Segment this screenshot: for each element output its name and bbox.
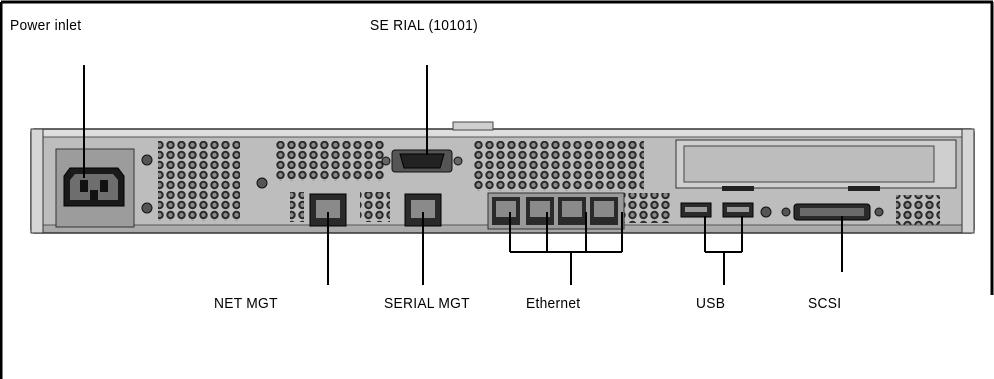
ethernet-ports xyxy=(487,192,625,230)
vent-grille-6 xyxy=(290,192,304,222)
pci-slot xyxy=(675,139,957,191)
scsi-label: SCSI xyxy=(808,295,842,312)
power-inlet-port xyxy=(55,148,153,228)
vent-grille-2 xyxy=(275,141,385,181)
vent-grille-3 xyxy=(474,141,644,191)
leader-lines xyxy=(83,65,843,285)
screw-1 xyxy=(256,177,268,189)
serial-mgt-label: SERIAL MGT xyxy=(384,295,470,312)
vent-grille-1 xyxy=(158,141,240,221)
scsi-port xyxy=(781,203,884,221)
power-inlet-label: Power inlet xyxy=(10,17,82,34)
usb-ports xyxy=(680,202,772,218)
vent-grille-5 xyxy=(360,192,390,222)
ethernet-label: Ethernet xyxy=(526,295,581,312)
net-mgt-label: NET MGT xyxy=(214,295,278,312)
vent-grille-7 xyxy=(896,195,940,225)
usb-label: USB xyxy=(696,295,726,312)
serial-10101-port xyxy=(381,149,463,173)
serial-10101-label: SE RIAL (10101) xyxy=(370,17,478,34)
vent-grille-4 xyxy=(620,193,670,223)
